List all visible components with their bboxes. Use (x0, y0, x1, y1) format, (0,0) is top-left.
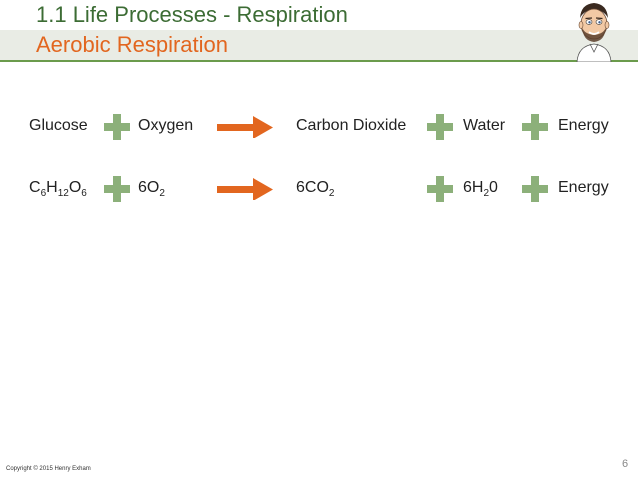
plus-icon (104, 114, 130, 140)
term-energy: Energy (558, 117, 609, 134)
plus-icon (522, 176, 548, 202)
slide-subtitle: Aerobic Respiration (36, 32, 228, 57)
formula-carbon-dioxide: 6CO2 (296, 179, 335, 199)
plus-icon (104, 176, 130, 202)
right-arrow-icon (217, 178, 273, 200)
formula-glucose: C6H12O6 (29, 179, 87, 199)
slide-header: 1.1 Life Processes - Respiration Aerobic… (0, 0, 638, 62)
plus-icon (522, 114, 548, 140)
term-carbon-dioxide: Carbon Dioxide (296, 117, 407, 134)
plus-icon (427, 114, 453, 140)
slide-title: 1.1 Life Processes - Respiration (36, 2, 348, 27)
title-divider (0, 60, 638, 62)
plus-icon (427, 176, 453, 202)
page-number: 6 (622, 458, 629, 470)
term-glucose: Glucose (29, 117, 88, 134)
term-oxygen: Oxygen (138, 117, 194, 134)
formula-oxygen: 6O2 (138, 179, 165, 199)
right-arrow-icon (217, 116, 273, 138)
cartoon-avatar (576, 3, 612, 62)
title-band (0, 0, 638, 30)
symbol-equation: C6H12O6 6O2 6CO2 6H20 Energy (0, 174, 638, 204)
subtitle-band (0, 30, 638, 60)
formula-energy: Energy (558, 179, 609, 196)
copyright-notice: Copyright © 2015 Henry Exham (6, 466, 91, 472)
term-water: Water (463, 117, 506, 134)
formula-water: 6H20 (463, 179, 498, 199)
word-equation: Glucose Oxygen Carbon Dioxide Water Ener… (0, 112, 638, 142)
